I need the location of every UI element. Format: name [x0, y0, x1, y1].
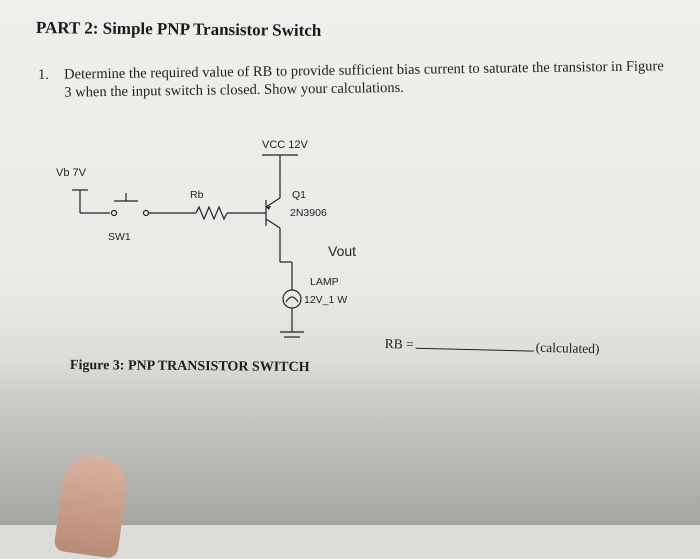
figure-caption: Figure 3: PNP TRANSISTOR SWITCH [69, 358, 310, 376]
vout-label: Vout [328, 243, 356, 259]
rb-answer-suffix: (calculated) [535, 339, 600, 357]
vb-label: Vb 7V [56, 167, 87, 179]
vcc-label: VCC 12V [262, 139, 309, 151]
lamp-rating: 12V_1 W [304, 294, 347, 306]
circuit-schematic: VCC 12V Vb 7V Rb Q1 2N3906 SW1 Vout LAMP… [56, 139, 356, 338]
rb-label: Rb [190, 189, 204, 201]
paper-sheet [0, 0, 700, 525]
q1-label: Q1 [292, 189, 306, 201]
rb-answer-label: RB = [384, 335, 414, 352]
lamp-label: LAMP [310, 276, 339, 288]
part-label: 2N3906 [290, 207, 327, 219]
switch-label: SW1 [108, 231, 131, 243]
answer-blank[interactable] [415, 335, 534, 352]
